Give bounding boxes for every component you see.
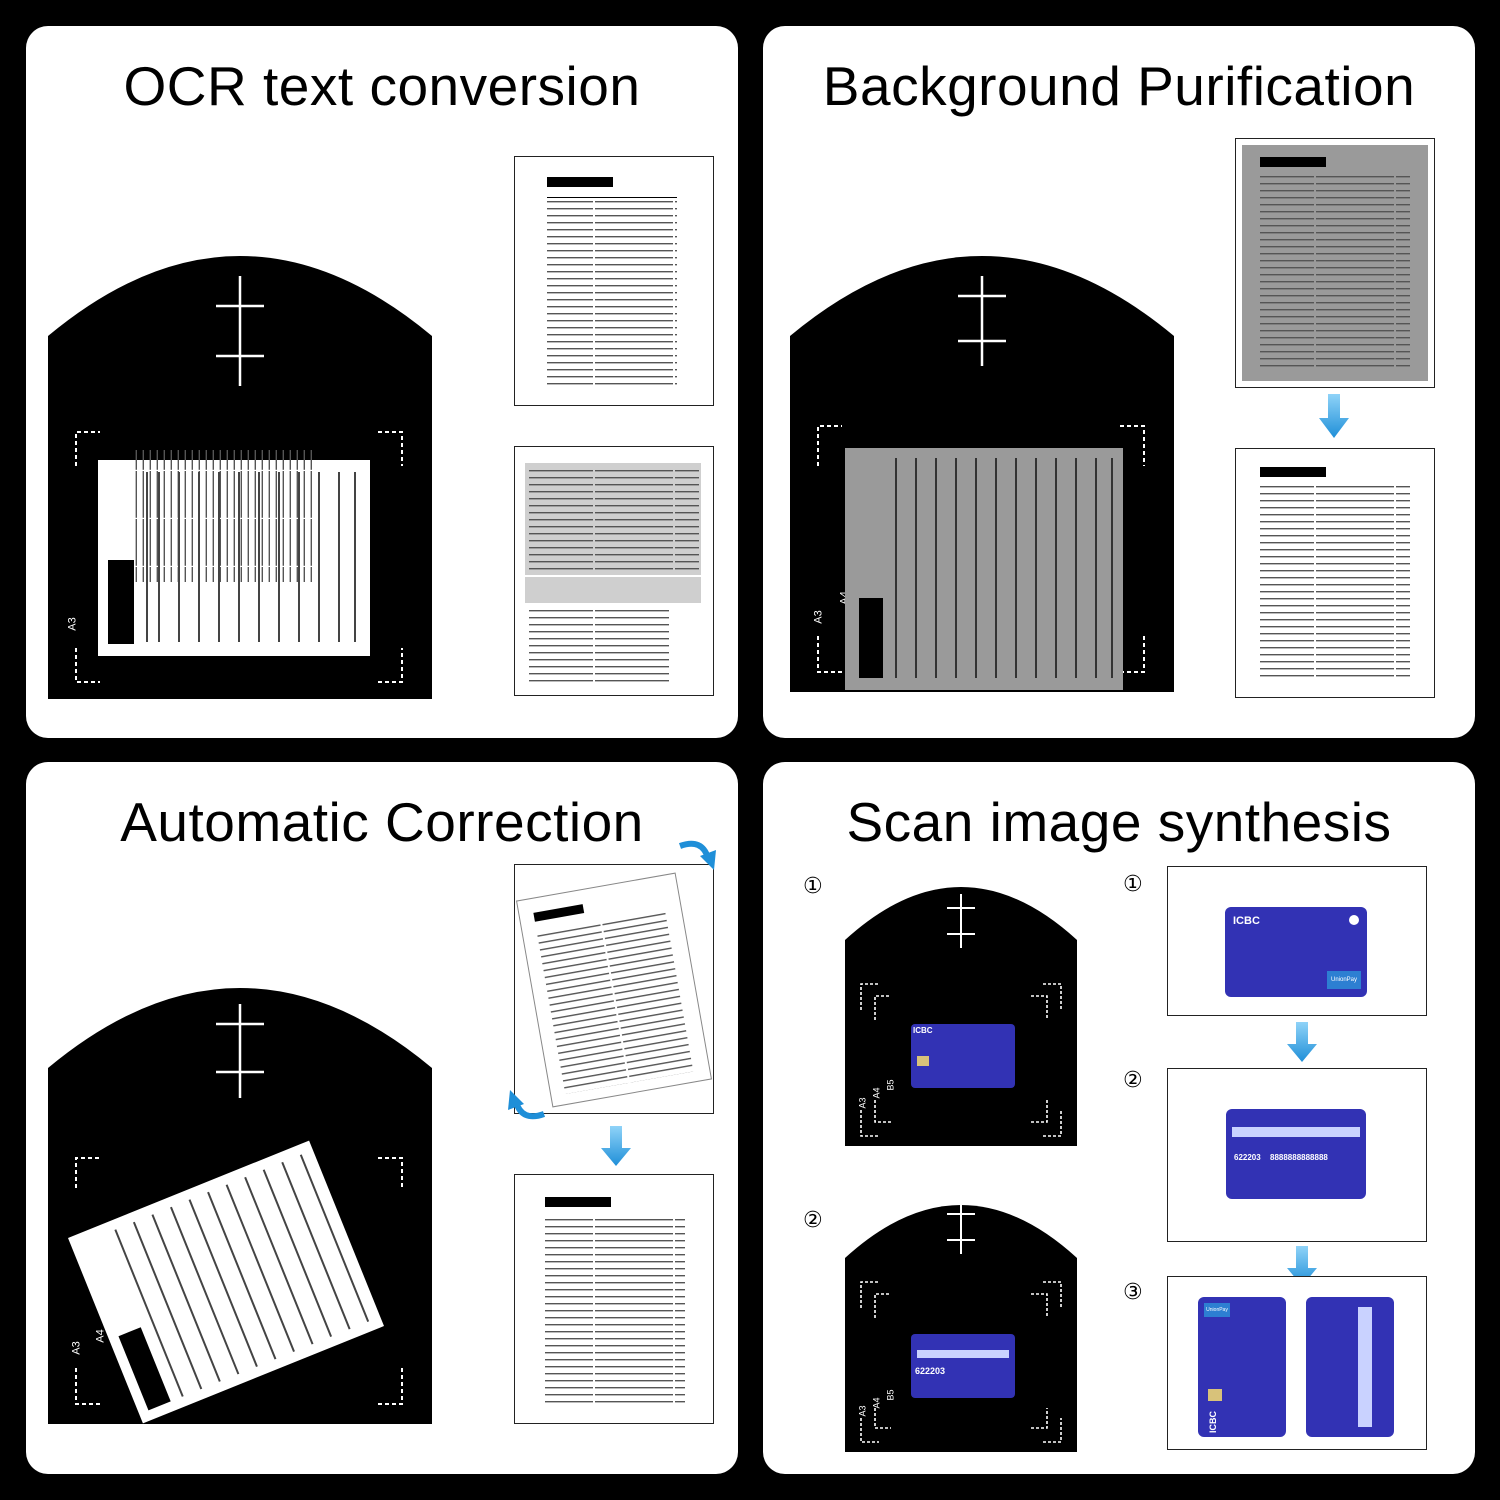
panel-synthesis: Scan image synthesis ① A3 A4 B5 ICBC ② — [763, 762, 1475, 1474]
panel-ocr: OCR text conversion A3 — [26, 26, 738, 738]
arrow-down-icon — [1319, 394, 1349, 438]
panel-title: Background Purification — [822, 55, 1416, 117]
format-label-b5: B5 — [885, 1079, 896, 1091]
card-number-prefix: 622203 — [915, 1366, 946, 1376]
card-bank-label: ICBC — [913, 1026, 933, 1035]
format-label-a3: A3 — [70, 1341, 83, 1355]
bank-card-front: ICBC UnionPay — [1225, 907, 1367, 997]
card-bank-label: ICBC — [1208, 1411, 1218, 1433]
panel-title: Automatic Correction — [120, 791, 644, 853]
format-label-a3: A3 — [66, 617, 79, 631]
rotate-arrow-icon — [508, 1090, 546, 1120]
document-gray-background — [1235, 138, 1435, 388]
card-network-logo: UnionPay — [1204, 1303, 1230, 1317]
card-network-logo: UnionPay — [1327, 971, 1361, 989]
bank-card-front-vertical: UnionPay ICBC — [1198, 1297, 1286, 1437]
format-label-a3: A3 — [857, 1405, 868, 1417]
document-skewed-frame — [514, 864, 714, 1114]
card-light-dot — [1349, 915, 1359, 925]
bank-card-back: 622203 8888888888888 — [1226, 1109, 1366, 1199]
card-bank-label: ICBC — [1233, 915, 1260, 927]
step-number: ① — [803, 874, 823, 899]
panel-title: OCR text conversion — [123, 55, 641, 117]
document-purified — [1235, 448, 1435, 698]
format-label-b5: B5 — [885, 1389, 896, 1401]
bank-card-back-vertical — [1306, 1297, 1394, 1437]
scanned-document — [98, 450, 370, 656]
skewed-document — [68, 1140, 384, 1424]
card-chip — [1208, 1389, 1222, 1401]
scanner-small — [845, 887, 1077, 1146]
card-front-output: ICBC UnionPay — [1167, 866, 1427, 1016]
rotate-arrow-icon — [678, 840, 716, 870]
card-number-rest: 8888888888888 — [1270, 1153, 1328, 1162]
document-corrected — [514, 1174, 714, 1424]
synthesized-output: UnionPay ICBC — [1167, 1276, 1427, 1450]
panel-title: Scan image synthesis — [846, 791, 1392, 853]
step-number: ① — [1123, 872, 1143, 897]
card-signature-strip — [1232, 1127, 1360, 1137]
step-number: ② — [803, 1208, 823, 1233]
arrow-down-icon — [1287, 1022, 1317, 1062]
scanned-document-gray — [845, 448, 1123, 690]
document-ocr-text — [514, 446, 714, 696]
step-number: ② — [1123, 1068, 1143, 1093]
document-original — [514, 156, 714, 406]
format-label-a3: A3 — [857, 1097, 868, 1109]
card-back-output: 622203 8888888888888 — [1167, 1068, 1427, 1242]
card-signature-strip — [1358, 1307, 1372, 1427]
scanner-small — [845, 1200, 1077, 1452]
format-label-a4: A4 — [871, 1397, 882, 1409]
format-label-a3: A3 — [812, 610, 825, 624]
format-label-a4: A4 — [871, 1087, 882, 1099]
step-number: ③ — [1123, 1280, 1143, 1305]
arrow-down-icon — [601, 1126, 631, 1166]
panel-correction: Automatic Correction A3 A4 — [26, 762, 738, 1474]
card-number-prefix: 622203 — [1234, 1153, 1261, 1162]
panel-background: Background Purification A3 A4 — [763, 26, 1475, 738]
